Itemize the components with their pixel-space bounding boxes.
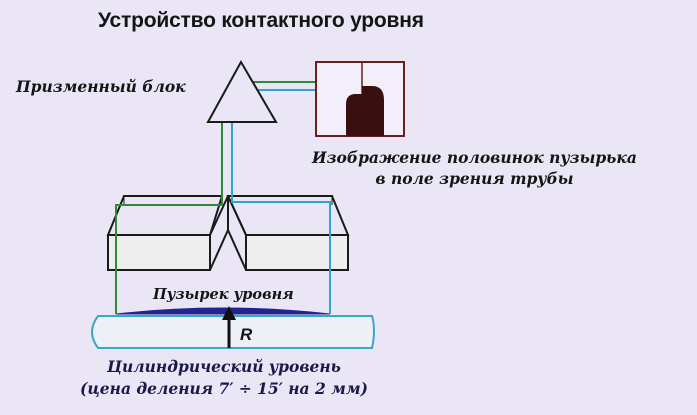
bubble-image-label-line2: в поле зрения трубы [375, 169, 574, 188]
level-bubble [115, 307, 331, 315]
right-prism-front [245, 234, 349, 271]
bubble-label: Пузырек уровня [153, 286, 294, 303]
radius-label: R [240, 325, 253, 344]
cylindrical-level-label: Цилиндрический уровень (цена деления 7′ … [80, 356, 368, 400]
prism-assembly [106, 195, 350, 271]
cylindrical-level-label-line2: (цена деления 7′ ÷ 15′ на 2 мм) [80, 379, 368, 398]
cylindrical-level-label-line1: Цилиндрический уровень [107, 357, 341, 376]
bubble-image-label-line1: Изображение половинок пузырька [312, 148, 637, 167]
left-prism-front [107, 234, 211, 271]
triangle-prism-icon [206, 59, 278, 123]
left-prism-top [106, 195, 224, 236]
up-arrow-icon [222, 306, 236, 348]
bubble-image-right-half [362, 86, 384, 136]
prism-block-label: Призменный блок [16, 77, 186, 96]
vial-tube [91, 315, 375, 349]
bubble-image-label: Изображение половинок пузырька в поле зр… [312, 147, 637, 189]
bubble-image-left-half [346, 94, 362, 136]
diagram-title: Устройство контактного уровня [98, 9, 424, 32]
center-wedge-right [227, 195, 247, 271]
